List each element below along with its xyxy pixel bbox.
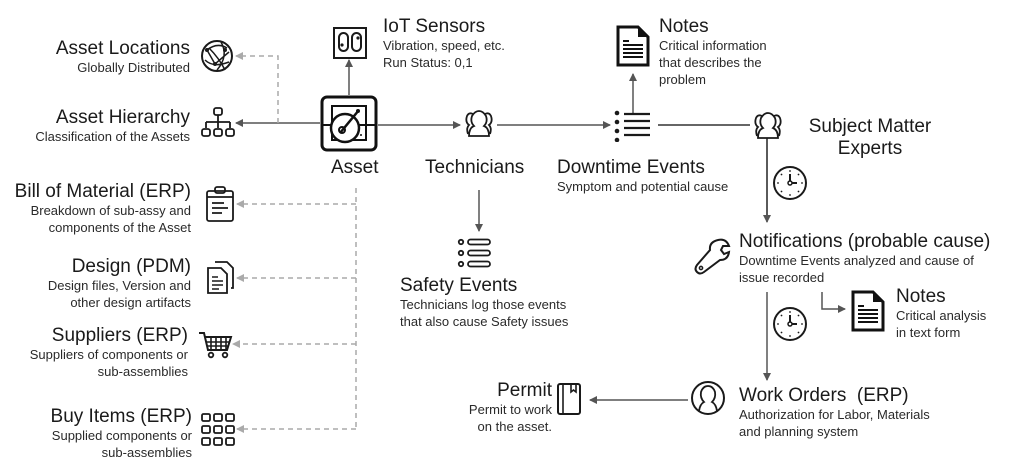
node-iot-sensors: IoT Sensors Vibration, speed, etc. Run S… bbox=[383, 16, 505, 72]
node-desc: Authorization for Labor, Materials bbox=[739, 406, 930, 422]
node-asset: Asset bbox=[331, 157, 379, 178]
node-desc: issue recorded bbox=[739, 269, 825, 285]
clipboard-icon bbox=[206, 186, 234, 222]
node-title: Asset Hierarchy bbox=[55, 107, 190, 128]
node-safety-events: Safety Events Technicians log those even… bbox=[400, 275, 568, 331]
node-work-orders: Work Orders (ERP) Authorization for Labo… bbox=[739, 385, 930, 441]
shopping-cart-icon bbox=[199, 332, 233, 359]
node-title: IoT Sensors bbox=[383, 16, 486, 37]
node-title: Notes bbox=[896, 286, 946, 307]
node-desc: and planning system bbox=[739, 423, 859, 439]
node-desc: Supplied components or bbox=[51, 427, 192, 443]
connector-asset-locations bbox=[235, 52, 279, 123]
node-title: Buy Items (ERP) bbox=[50, 406, 192, 427]
node-desc: Globally Distributed bbox=[77, 59, 190, 75]
node-sme: Subject Matter Experts bbox=[800, 116, 940, 160]
node-asset-hierarchy: Asset Hierarchy Classification of the As… bbox=[35, 107, 190, 146]
globe-network-icon bbox=[201, 40, 233, 72]
node-title: Safety Events bbox=[400, 275, 518, 296]
node-title: Permit bbox=[497, 380, 552, 401]
node-desc: Symptom and potential cause bbox=[557, 178, 729, 194]
node-title: Notifications (probable cause) bbox=[739, 231, 991, 252]
node-desc: on the asset. bbox=[477, 418, 552, 434]
document-icon bbox=[851, 290, 885, 332]
node-desc: Critical information bbox=[659, 37, 767, 53]
node-title: Experts bbox=[837, 137, 903, 159]
node-asset-locations: Asset Locations Globally Distributed bbox=[56, 38, 190, 77]
node-desc: Run Status: 0,1 bbox=[383, 54, 473, 70]
node-permit: Permit Permit to work on the asset. bbox=[469, 380, 552, 436]
clock-icon bbox=[773, 166, 807, 200]
node-desc: that describes the bbox=[659, 54, 762, 70]
document-icon bbox=[616, 25, 650, 67]
org-chart-icon bbox=[201, 107, 235, 137]
node-technicians: Technicians bbox=[425, 157, 525, 178]
clock-icon bbox=[773, 307, 807, 341]
node-desc: Suppliers of components or bbox=[29, 346, 188, 362]
node-title: Downtime Events bbox=[557, 157, 705, 178]
node-desc: other design artifacts bbox=[70, 294, 191, 310]
node-desc: Design files, Version and bbox=[47, 277, 191, 293]
node-suppliers: Suppliers (ERP) Suppliers of components … bbox=[30, 325, 188, 381]
grid-icon bbox=[201, 413, 235, 446]
list-icon bbox=[457, 238, 491, 268]
people-icon bbox=[465, 110, 493, 137]
node-title: Suppliers (ERP) bbox=[51, 325, 188, 346]
node-desc: Downtime Events analyzed and cause of bbox=[739, 252, 974, 268]
node-title: Subject Matter bbox=[808, 116, 932, 137]
node-title: Asset Locations bbox=[55, 38, 190, 59]
documents-icon bbox=[207, 261, 234, 294]
node-desc: Critical analysis bbox=[896, 307, 987, 323]
node-notifications: Notifications (probable cause) Downtime … bbox=[739, 231, 990, 287]
node-desc: Breakdown of sub-assy and bbox=[30, 202, 191, 218]
node-title: Bill of Material (ERP) bbox=[14, 181, 191, 202]
people-icon bbox=[754, 112, 782, 139]
node-desc: Vibration, speed, etc. bbox=[383, 37, 505, 53]
node-desc: problem bbox=[659, 71, 706, 87]
node-desc: sub-assemblies bbox=[97, 363, 188, 379]
wrench-icon bbox=[694, 238, 731, 275]
node-title: Notes bbox=[659, 16, 709, 37]
node-title: Work Orders (ERP) bbox=[739, 385, 909, 406]
user-circle-icon bbox=[691, 381, 725, 415]
node-desc: Classification of the Assets bbox=[35, 128, 190, 144]
node-desc: components of the Asset bbox=[48, 219, 191, 235]
machine-icon bbox=[320, 95, 378, 152]
node-design: Design (PDM) Design files, Version and o… bbox=[48, 256, 191, 312]
sensor-icon bbox=[333, 27, 367, 59]
node-notes-top: Notes Critical information that describe… bbox=[659, 16, 767, 89]
connector-notifications-notes bbox=[821, 292, 846, 313]
node-notes-bottom: Notes Critical analysis in text form bbox=[896, 286, 986, 342]
node-desc: Technicians log those events bbox=[400, 296, 567, 312]
node-title: Design (PDM) bbox=[71, 256, 191, 277]
node-desc: in text form bbox=[896, 324, 961, 340]
node-bill-of-material: Bill of Material (ERP) Breakdown of sub-… bbox=[15, 181, 191, 237]
node-buy-items: Buy Items (ERP) Supplied components or s… bbox=[51, 406, 192, 462]
book-icon bbox=[557, 383, 581, 415]
node-desc: Permit to work bbox=[468, 401, 552, 417]
bullet-list-icon bbox=[614, 110, 650, 142]
node-desc: sub-assemblies bbox=[101, 444, 192, 460]
node-downtime-events: Downtime Events Symptom and potential ca… bbox=[557, 157, 728, 196]
node-desc: that also cause Safety issues bbox=[400, 313, 569, 329]
